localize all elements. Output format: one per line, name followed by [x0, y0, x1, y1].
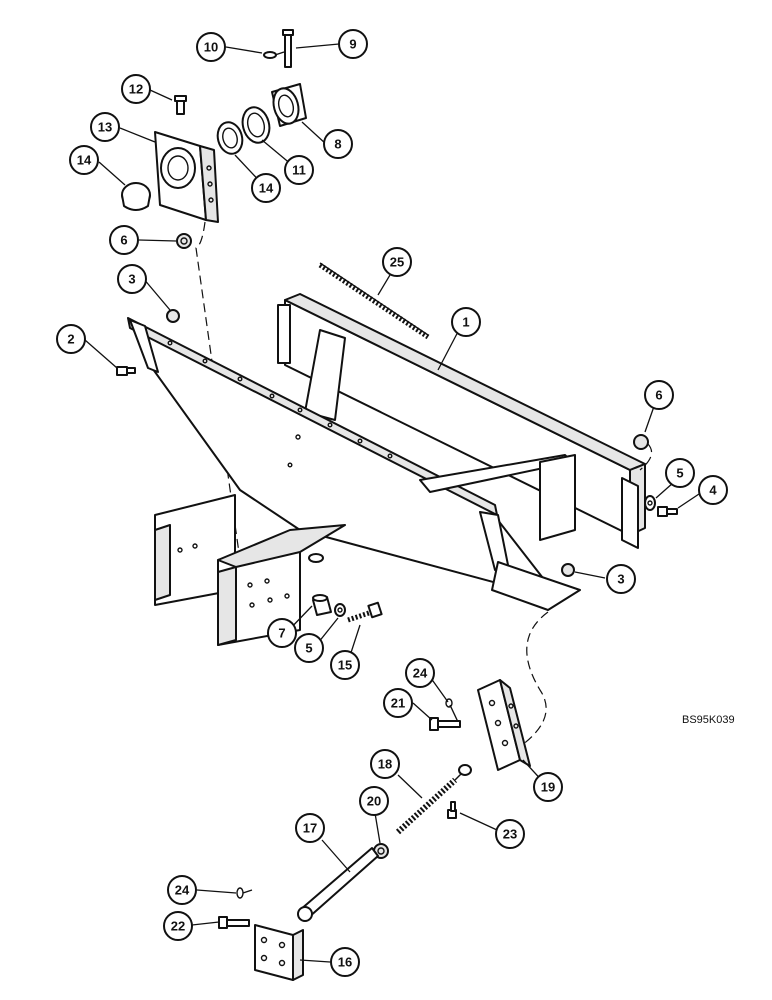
callout-15: 15	[330, 650, 360, 680]
part-bearing-plate-13	[154, 131, 219, 223]
part-pin-22	[218, 916, 250, 929]
callout-23: 23	[495, 819, 525, 849]
alignment-line-lower	[514, 611, 549, 751]
callout-12: 12	[121, 74, 151, 104]
callout-20: 20	[359, 786, 389, 816]
callout-10: 10	[196, 32, 226, 62]
svg-text:24: 24	[175, 883, 190, 898]
part-bolt-23	[447, 801, 457, 819]
callout-14-right: 14	[251, 173, 281, 203]
callout-2: 2	[56, 324, 86, 354]
part-rod-17	[297, 847, 379, 922]
part-washer-5-right	[644, 495, 656, 511]
callout-3-right: 3	[606, 564, 636, 594]
svg-text:10: 10	[204, 40, 218, 55]
svg-text:22: 22	[171, 919, 185, 934]
part-spacer-7	[312, 594, 332, 616]
part-nut-3-upper	[166, 309, 180, 323]
callout-16: 16	[330, 947, 360, 977]
svg-text:17: 17	[303, 821, 317, 836]
alignment-line-nut-6	[639, 443, 653, 471]
part-spring-rod-18	[395, 764, 472, 835]
part-bolt-15	[347, 601, 383, 623]
svg-text:3: 3	[128, 272, 135, 287]
callout-18: 18	[370, 749, 400, 779]
callout-6-upper: 6	[109, 225, 139, 255]
svg-text:18: 18	[378, 757, 392, 772]
callout-24-upper: 24	[405, 658, 435, 688]
svg-text:5: 5	[305, 641, 312, 656]
part-pin-21	[429, 717, 461, 731]
svg-text:6: 6	[120, 233, 127, 248]
part-bolt-9	[282, 29, 294, 68]
part-cotter-pin-24-upper	[445, 698, 459, 723]
part-nut-3-right	[561, 563, 575, 577]
part-nut-6-right	[633, 434, 649, 450]
svg-text:20: 20	[367, 794, 381, 809]
part-threaded-rod-25	[318, 262, 430, 340]
part-main-frame-1	[127, 293, 646, 646]
svg-text:25: 25	[390, 255, 404, 270]
callout-9: 9	[338, 29, 368, 59]
callout-21: 21	[383, 688, 413, 718]
callout-5-lower: 5	[294, 633, 324, 663]
svg-text:11: 11	[292, 163, 306, 178]
callout-22: 22	[163, 911, 193, 941]
svg-text:3: 3	[617, 572, 624, 587]
part-nut-6-upper	[176, 233, 192, 249]
callout-14-left: 14	[69, 145, 99, 175]
callout-6-right: 6	[644, 380, 674, 410]
svg-text:13: 13	[98, 120, 112, 135]
part-bolt-2	[116, 366, 136, 376]
svg-text:2: 2	[67, 332, 74, 347]
part-collar-8	[271, 83, 307, 127]
svg-text:14: 14	[77, 153, 92, 168]
svg-text:12: 12	[129, 82, 143, 97]
part-bolt-12	[174, 95, 187, 115]
svg-text:16: 16	[338, 955, 352, 970]
callout-4: 4	[698, 475, 728, 505]
svg-text:15: 15	[338, 658, 352, 673]
svg-text:5: 5	[676, 466, 683, 481]
part-nut-20	[373, 843, 389, 859]
svg-text:8: 8	[334, 137, 341, 152]
callout-1: 1	[451, 307, 481, 337]
callout-13: 13	[90, 112, 120, 142]
part-bolt-4	[657, 506, 678, 517]
part-washer-5-lower	[334, 603, 346, 617]
svg-text:23: 23	[503, 827, 517, 842]
part-bracket-19	[477, 679, 531, 771]
callout-17: 17	[295, 813, 325, 843]
svg-text:21: 21	[391, 696, 405, 711]
callout-8: 8	[323, 129, 353, 159]
part-bushing-14-left	[121, 182, 151, 211]
svg-text:6: 6	[655, 388, 662, 403]
alignment-line-upper	[195, 221, 241, 561]
callout-19: 19	[533, 772, 563, 802]
svg-text:24: 24	[413, 666, 428, 681]
part-cotter-pin-24-lower	[236, 887, 253, 899]
svg-text:14: 14	[259, 181, 274, 196]
drawing-code: BS95K039	[682, 714, 735, 726]
svg-text:4: 4	[709, 483, 717, 498]
callout-25: 25	[382, 247, 412, 277]
svg-text:19: 19	[541, 780, 555, 795]
svg-text:9: 9	[349, 37, 356, 52]
svg-text:1: 1	[462, 315, 469, 330]
svg-text:7: 7	[278, 626, 285, 641]
part-cotter-pin-10	[263, 51, 285, 59]
part-ring-11	[241, 106, 271, 144]
callout-11: 11	[284, 155, 314, 185]
part-bushing-14-upper	[216, 121, 244, 155]
callout-5-right: 5	[665, 458, 695, 488]
callout-7: 7	[267, 618, 297, 648]
callout-3-upper: 3	[117, 264, 147, 294]
part-bracket-16	[254, 924, 304, 981]
callout-24-lower: 24	[167, 875, 197, 905]
